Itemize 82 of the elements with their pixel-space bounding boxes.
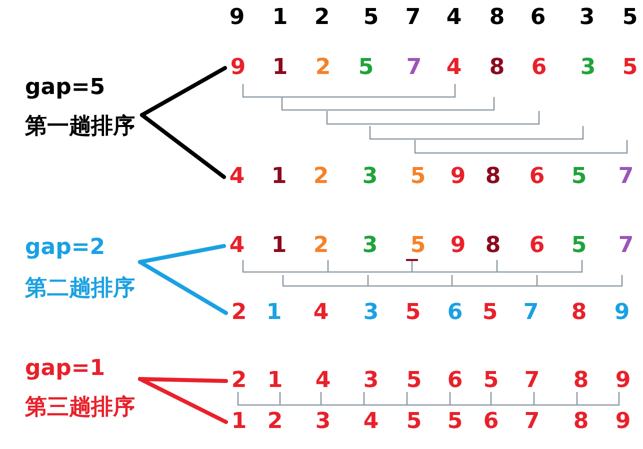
array-number: 4: [229, 233, 245, 259]
array-number: 3: [579, 5, 595, 31]
pass-title: 第三趟排序: [25, 395, 135, 421]
array-number: 9: [450, 233, 466, 259]
array-number: 7: [618, 233, 634, 259]
array-number: 1: [271, 233, 287, 259]
gap-label: gap=2: [25, 235, 106, 261]
array-number: 3: [315, 409, 331, 435]
array-number: 9: [450, 164, 466, 190]
array-number: 9: [230, 55, 246, 81]
array-number: 1: [231, 409, 247, 435]
array-number: 5: [405, 300, 421, 326]
array-number: 6: [483, 409, 499, 435]
array-number: 3: [580, 55, 596, 81]
array-number: 2: [313, 233, 329, 259]
array-number: 4: [446, 5, 462, 31]
array-number: 5: [571, 233, 587, 259]
array-number: 5: [363, 5, 379, 31]
array-number: 9: [615, 368, 631, 394]
array-number: 5: [406, 409, 422, 435]
array-number: 7: [523, 300, 539, 326]
array-number: 8: [485, 164, 501, 190]
array-number: 2: [314, 5, 330, 31]
array-number: 4: [446, 55, 462, 81]
array-number: 6: [447, 368, 463, 394]
array-number: 4: [313, 300, 329, 326]
array-number: 6: [447, 300, 463, 326]
array-number: 8: [573, 409, 589, 435]
array-number: 4: [363, 409, 379, 435]
array-number: 5: [622, 5, 638, 31]
array-number: 7: [406, 55, 422, 81]
array-number: 5: [410, 233, 426, 259]
array-number: 3: [362, 164, 378, 190]
array-number: 8: [573, 368, 589, 394]
array-number: 4: [229, 164, 245, 190]
array-number: 6: [529, 233, 545, 259]
array-number: 5: [483, 368, 499, 394]
array-number: 5: [410, 164, 426, 190]
array-number: 8: [489, 5, 505, 31]
array-number: 1: [266, 300, 282, 326]
connector-line: [138, 244, 226, 264]
gap-label: gap=1: [25, 356, 106, 382]
array-number: 6: [531, 55, 547, 81]
connector-line: [140, 113, 226, 179]
array-number: 2: [231, 300, 247, 326]
array-number: 9: [229, 5, 245, 31]
array-number: 5: [482, 300, 498, 326]
array-number: 3: [363, 368, 379, 394]
array-number: 3: [362, 233, 378, 259]
array-number: 6: [529, 164, 545, 190]
array-number: 7: [524, 368, 540, 394]
connector-line: [140, 66, 227, 117]
array-number: 5: [358, 55, 374, 81]
array-number: 5: [571, 164, 587, 190]
pass-title: 第二趟排序: [25, 276, 135, 302]
array-number: 5: [622, 55, 638, 81]
array-number: 2: [267, 409, 283, 435]
array-number: 9: [614, 300, 630, 326]
array-number: 2: [313, 164, 329, 190]
connector-line: [138, 377, 228, 383]
array-number: 6: [530, 5, 546, 31]
connector-line: [138, 260, 228, 315]
array-number: 1: [272, 5, 288, 31]
pass-title: 第一趟排序: [25, 114, 135, 140]
array-number: 7: [524, 409, 540, 435]
array-number: 9: [615, 409, 631, 435]
array-number: 7: [618, 164, 634, 190]
array-number: 5: [447, 409, 463, 435]
gap-label: gap=5: [25, 75, 106, 101]
array-number: 3: [363, 300, 379, 326]
array-number: 8: [489, 55, 505, 81]
array-number: 4: [315, 368, 331, 394]
array-number: 2: [231, 368, 247, 394]
array-number: 1: [272, 55, 288, 81]
array-number: 7: [405, 5, 421, 31]
array-number: 8: [571, 300, 587, 326]
array-number: 5: [406, 368, 422, 394]
connector-line: [138, 377, 228, 424]
array-number: 1: [267, 368, 283, 394]
array-number: 2: [315, 55, 331, 81]
array-number: 1: [271, 164, 287, 190]
array-number: 8: [485, 233, 501, 259]
